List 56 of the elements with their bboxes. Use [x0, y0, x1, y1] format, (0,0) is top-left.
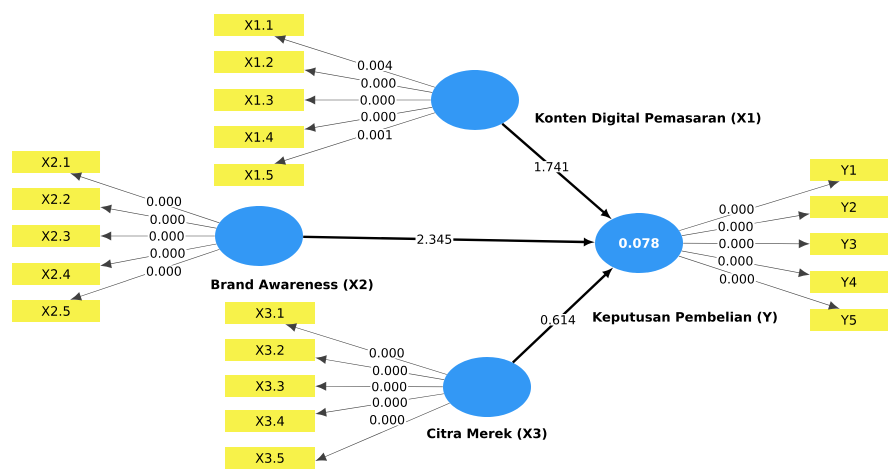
- edge-label: 0.000: [718, 203, 756, 215]
- edge-label: 0.000: [717, 238, 756, 250]
- edge-label: 0.000: [370, 380, 408, 392]
- edge-label: 0.000: [716, 255, 754, 267]
- edge-label: 0.000: [360, 77, 398, 89]
- indicator-box: X1.4: [214, 126, 304, 148]
- indicator-box: X2.1: [12, 151, 100, 173]
- edge-label: 0.000: [148, 214, 186, 226]
- construct-name: Citra Merek (X3): [427, 428, 546, 440]
- construct-name: Brand Awareness (X2): [212, 279, 373, 291]
- edge-label: 0.000: [145, 196, 183, 208]
- arrow: [286, 323, 448, 375]
- arrow: [275, 35, 436, 88]
- arrow: [303, 236, 592, 246]
- edge-label: 0.000: [371, 364, 409, 376]
- indicator-box: X2.4: [12, 263, 100, 285]
- edge-label: 0.001: [356, 129, 394, 140]
- indicator-box: Y5: [810, 309, 888, 331]
- indicator-box: Y3: [810, 233, 888, 255]
- edge-label: 0.000: [145, 265, 183, 277]
- indicator-box: Y1: [810, 159, 888, 181]
- indicator-box: X1.2: [214, 51, 304, 73]
- construct-name: Konten Digital Pemasaran (X1): [536, 112, 760, 126]
- edge-label: 0.614: [539, 314, 577, 326]
- edge-label: 0.000: [360, 110, 398, 122]
- indicator-box: X3.1: [225, 302, 315, 324]
- arrow: [275, 112, 436, 165]
- indicator-box: X1.3: [214, 89, 304, 111]
- edge-label: 1.741: [532, 161, 570, 172]
- construct-name: Keputusan Pembelian (Y): [593, 312, 777, 324]
- edge-label: 0.000: [368, 347, 406, 359]
- edge-label: 0.000: [148, 247, 186, 259]
- indicator-box: X3.5: [225, 447, 315, 469]
- edge-label: 0.000: [718, 273, 756, 285]
- indicator-box: X3.2: [225, 339, 315, 361]
- arrow: [501, 122, 610, 218]
- arrow: [512, 269, 612, 364]
- edge-label: 0.000: [716, 220, 754, 232]
- indicator-box: Y2: [810, 196, 888, 218]
- indicator-box: X3.4: [225, 410, 315, 432]
- indicator-box: Y4: [810, 271, 888, 293]
- indicator-box: X1.1: [214, 14, 304, 36]
- arrow: [678, 256, 840, 310]
- edge-label: 0.000: [368, 414, 406, 426]
- edge-label: 0.000: [358, 94, 397, 106]
- edge-label: 0.000: [148, 230, 186, 242]
- indicator-box: X2.2: [12, 188, 100, 210]
- indicator-box: X3.3: [225, 375, 315, 397]
- indicator-box: X1.5: [214, 164, 304, 186]
- edge-label: 0.000: [370, 396, 409, 408]
- arrow: [679, 180, 840, 231]
- indicator-box: X2.5: [12, 300, 100, 322]
- edge-label: 0.004: [356, 60, 394, 71]
- indicator-box: X2.3: [12, 225, 100, 247]
- arrow: [316, 402, 450, 461]
- edge-label: 2.345: [416, 234, 454, 245]
